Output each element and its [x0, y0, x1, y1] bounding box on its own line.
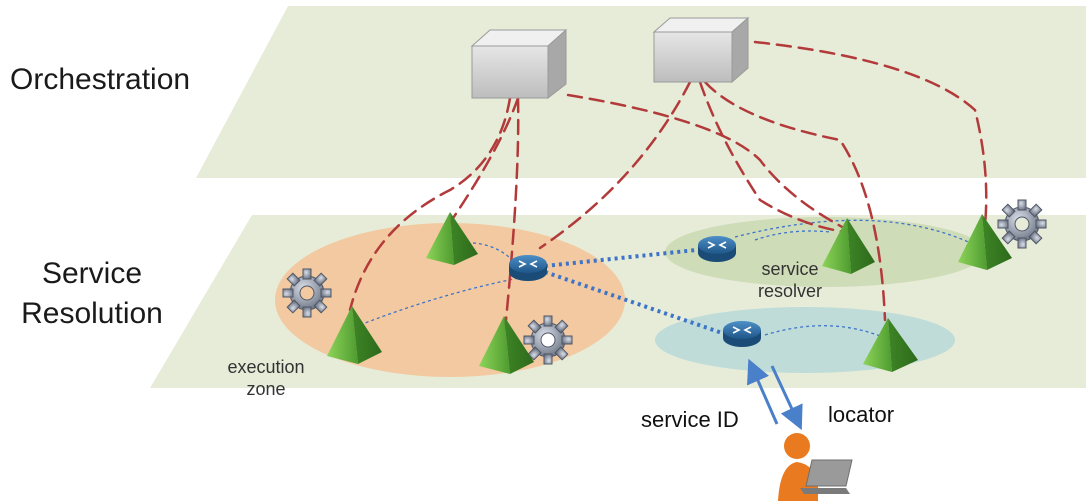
user-laptop-icon [778, 433, 853, 501]
service-resolver-label: service resolver [740, 258, 840, 302]
resolver-zone [665, 217, 985, 287]
router-links [544, 246, 726, 336]
thin-links [359, 219, 976, 339]
orchestration-links [348, 40, 988, 332]
router-icon [723, 321, 761, 347]
service-node-icon [479, 316, 534, 374]
service-resolver-line1: service [761, 259, 819, 279]
orchestration-plane [196, 6, 1086, 178]
server-icon [652, 16, 750, 84]
execution-zone-line1: execution [227, 357, 305, 377]
service-id-label: service ID [641, 407, 739, 432]
gear-icon [282, 268, 332, 318]
exchange-arrows [747, 358, 803, 431]
service-node-icon [426, 212, 478, 265]
locator-label: locator [828, 402, 895, 427]
execution-zone-label: execution zone [210, 356, 322, 400]
service-resolution-label: Service Resolution [18, 256, 166, 332]
service-resolution-line2: Resolution [21, 297, 163, 330]
service-resolver-line2: resolver [757, 281, 823, 301]
orchestration-label: Orchestration [10, 63, 191, 96]
service-node-icon [327, 306, 382, 364]
service-node-icon [958, 214, 1012, 270]
router-icon [698, 236, 736, 262]
router-icon [509, 255, 547, 281]
gear-icon [997, 199, 1047, 249]
service-node-icon [822, 218, 875, 274]
service-node-icon [863, 318, 918, 372]
service-resolution-line1: Service [41, 257, 143, 290]
gear-icon [523, 315, 573, 365]
execution-zone-line2: zone [246, 379, 286, 399]
server-icon [470, 28, 568, 100]
